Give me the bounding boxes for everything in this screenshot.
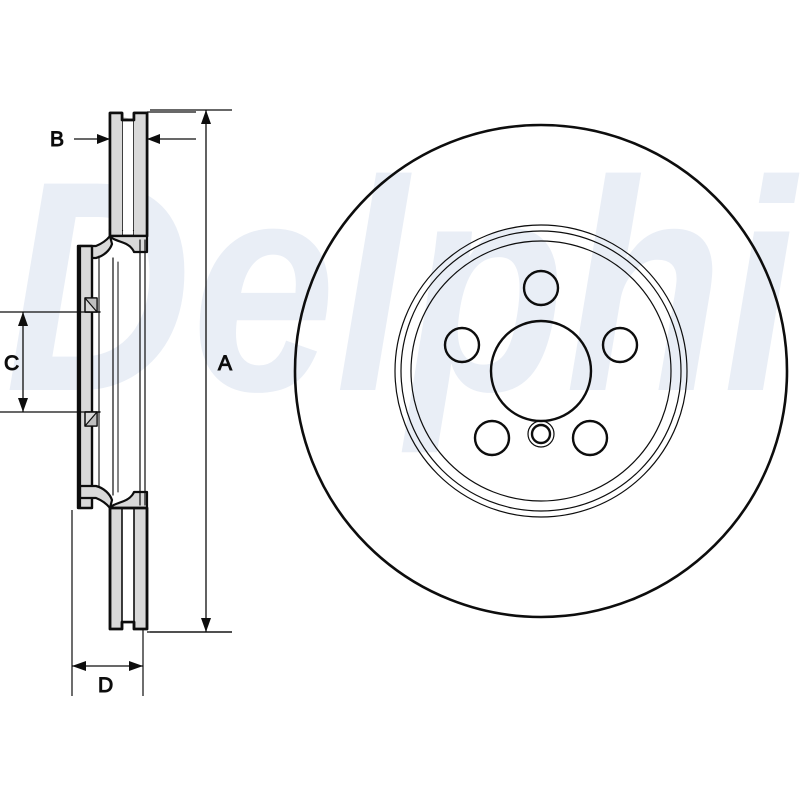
section-bottom-plate-shade-right <box>134 508 146 630</box>
dimension-a-arrow-top <box>201 110 211 124</box>
dimension-a-arrow-bottom <box>201 618 211 632</box>
section-bottom-plate-outline-2 <box>108 506 149 631</box>
disc-face-view <box>293 123 789 619</box>
bolt-hole <box>522 269 560 307</box>
section-upper-neck <box>108 234 149 254</box>
dimension-b-arrow-left <box>97 134 110 144</box>
hub-ring-inner <box>410 240 672 502</box>
section-vent-gap-bottom <box>122 512 134 622</box>
locating-pin-hole <box>530 423 552 445</box>
dimension-d: D <box>71 510 144 698</box>
section-top-plate-shade-left <box>111 114 122 236</box>
hub-ring-middle <box>400 230 682 512</box>
section-lower-neck <box>108 490 149 510</box>
disc-outer-circle <box>293 123 789 619</box>
section-bore-chamfer-bevel-top <box>84 297 98 313</box>
section-top-plate-shade-right <box>134 114 146 236</box>
dimension-c-label: C <box>4 352 19 375</box>
locating-pin-outer-ring <box>527 420 555 448</box>
dimension-b: B <box>50 111 196 152</box>
dimension-b-arrow-right <box>147 134 160 144</box>
dimension-c: C <box>0 311 90 413</box>
dimension-d-arrow-right <box>129 661 143 671</box>
section-bottom-plate-shade-left <box>111 508 122 630</box>
dimension-b-label: B <box>50 128 64 151</box>
dimension-c-arrow-bottom <box>18 398 28 412</box>
bolt-hole <box>601 326 639 364</box>
hub-ring-outer <box>394 224 688 518</box>
bolt-hole <box>571 419 609 457</box>
bolt-hole <box>473 419 511 457</box>
dimension-d-label: D <box>98 674 113 697</box>
section-vent-gap-top <box>122 120 134 230</box>
section-bore-chamfer-bevel-bottom <box>84 411 98 427</box>
dimension-c-arrow-top <box>18 312 28 326</box>
bolt-hole <box>443 326 481 364</box>
dimension-d-arrow-left <box>72 661 86 671</box>
dimension-a-label: A <box>218 352 232 375</box>
